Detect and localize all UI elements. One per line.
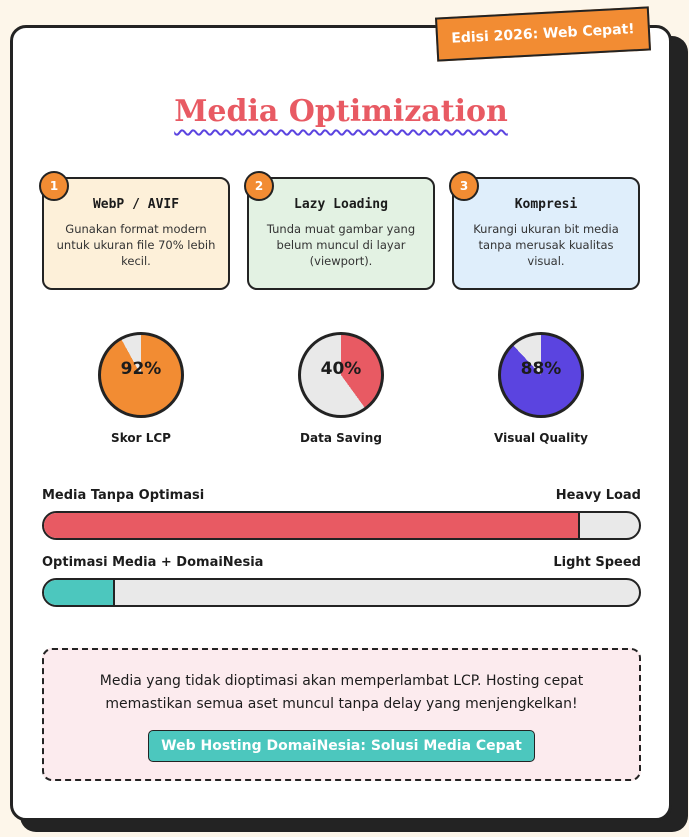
bar-header-unoptimized: Media Tanpa Optimasi Heavy Load bbox=[42, 488, 641, 503]
bar-right-label: Heavy Load bbox=[555, 488, 641, 503]
tip-card-webp: 1 WebP / AVIF Gunakan format modern untu… bbox=[39, 171, 230, 290]
bar-header-optimized: Optimasi Media + DomaiNesia Light Speed bbox=[42, 555, 641, 570]
progress-bar-optimized bbox=[42, 578, 641, 607]
cta-button[interactable]: Web Hosting DomaiNesia: Solusi Media Cep… bbox=[148, 730, 535, 762]
tip-card-lazy-loading: 2 Lazy Loading Tunda muat gambar yang be… bbox=[244, 171, 435, 290]
gauge-label: Visual Quality bbox=[494, 431, 588, 445]
tip-description: Kurangi ukuran bit media tanpa merusak k… bbox=[473, 222, 619, 268]
note-line: Media yang tidak dioptimasi akan memperl… bbox=[99, 673, 584, 689]
gauge-label: Skor LCP bbox=[111, 431, 171, 445]
tip-title: Lazy Loading bbox=[294, 197, 388, 212]
progress-fill bbox=[44, 580, 116, 605]
note-line: memastikan semua aset muncul tanpa delay… bbox=[105, 696, 578, 712]
bar-left-label: Optimasi Media + DomaiNesia bbox=[42, 555, 264, 570]
tip-description: Tunda muat gambar yang belum muncul di l… bbox=[266, 222, 416, 268]
bar-left-label: Media Tanpa Optimasi bbox=[42, 488, 205, 503]
tip-title: WebP / AVIF bbox=[92, 197, 180, 212]
gauge-value: 40% bbox=[320, 359, 362, 379]
gauge-visual-quality bbox=[498, 332, 584, 418]
tip-description: Gunakan format modern untuk ukuran file … bbox=[56, 222, 216, 268]
gauge-value: 88% bbox=[520, 359, 562, 379]
page-title: Media Optimization bbox=[174, 94, 508, 129]
progress-bar-unoptimized bbox=[42, 511, 641, 540]
gauge-value: 92% bbox=[120, 359, 162, 379]
callout-note: Media yang tidak dioptimasi akan memperl… bbox=[42, 648, 641, 781]
tip-title: Kompresi bbox=[514, 197, 578, 212]
gauge-data-saving bbox=[298, 332, 384, 418]
step-number-badge: 3 bbox=[449, 171, 479, 201]
bar-right-label: Light Speed bbox=[553, 555, 641, 570]
gauge-lcp bbox=[98, 332, 184, 418]
progress-fill bbox=[44, 513, 580, 538]
gauge-label: Data Saving bbox=[300, 431, 382, 445]
step-number-badge: 1 bbox=[39, 171, 69, 201]
tip-card-kompresi: 3 Kompresi Kurangi ukuran bit media tanp… bbox=[449, 171, 640, 290]
step-number-badge: 2 bbox=[244, 171, 274, 201]
